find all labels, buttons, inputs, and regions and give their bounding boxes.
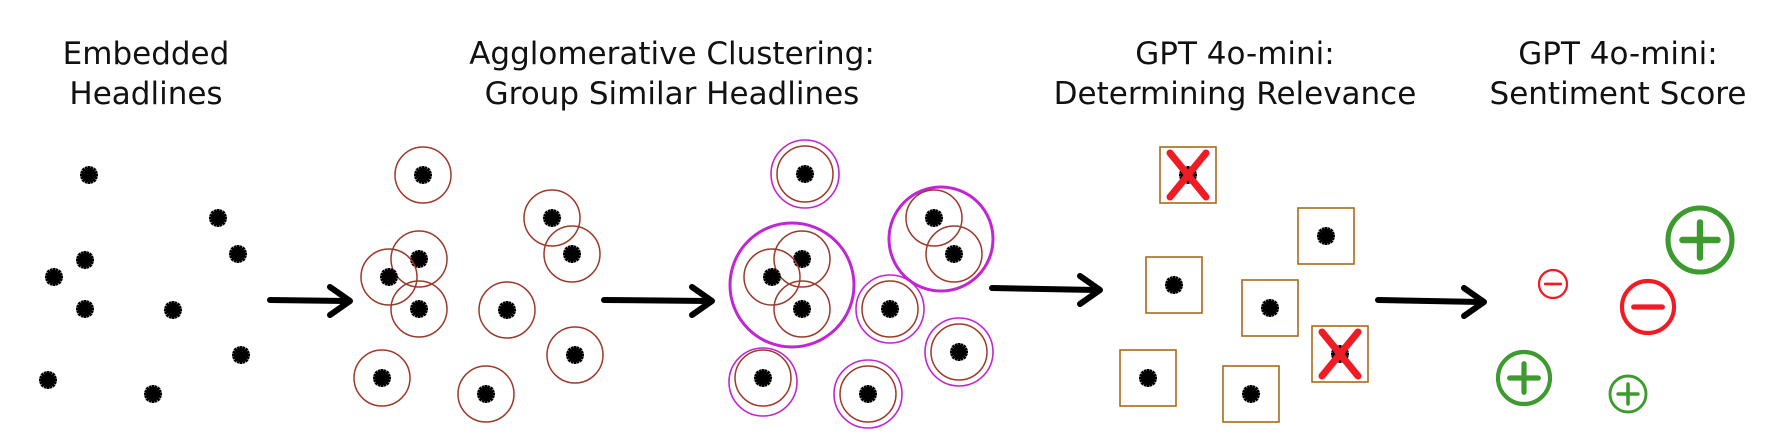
asterisk-dot-icon [923, 207, 945, 229]
cluster-circle [360, 248, 418, 306]
asterisk-dot-icon [791, 248, 813, 270]
asterisk-dot-icon [162, 299, 184, 321]
relevance-box [1145, 256, 1203, 314]
stage-1-title-line1: Embedded [62, 36, 230, 72]
asterisk-dot-icon [791, 298, 813, 320]
asterisk-dot-icon [43, 266, 65, 288]
cluster-circle [543, 225, 601, 283]
asterisk-dot-icon [1259, 297, 1281, 319]
merged-cluster-circle [924, 317, 994, 387]
asterisk-dot-icon [794, 163, 816, 185]
flow-arrow [989, 273, 1103, 307]
red-x-icon [1318, 328, 1362, 380]
cluster-circle [390, 280, 448, 338]
asterisk-dot-icon [948, 341, 970, 363]
asterisk-dot-icon [1137, 367, 1159, 389]
cluster-circle [773, 280, 831, 338]
relevance-box [1222, 365, 1280, 423]
plus-circle-icon [1495, 349, 1553, 407]
cluster-circle [394, 146, 452, 204]
asterisk-dot-icon [1240, 383, 1262, 405]
asterisk-dot-icon [1163, 274, 1185, 296]
red-x-icon [1166, 149, 1210, 201]
cluster-circle [734, 349, 792, 407]
stage-2-title-line1: Agglomerative Clustering: [469, 36, 875, 72]
stage-3-title-line1: GPT 4o-mini: [1135, 36, 1335, 72]
cluster-circle [861, 280, 919, 338]
relevance-box [1241, 279, 1299, 337]
asterisk-dot-icon [879, 298, 901, 320]
plus-circle-icon [1665, 205, 1735, 275]
asterisk-dot-icon [857, 383, 879, 405]
cluster-circle [773, 230, 831, 288]
asterisk-dot-icon [74, 249, 96, 271]
asterisk-dot-icon [943, 243, 965, 265]
cluster-circle [523, 189, 581, 247]
asterisk-dot-icon [74, 298, 96, 320]
relevance-box [1311, 325, 1369, 383]
asterisk-dot-icon [207, 207, 229, 229]
merged-cluster-circle [855, 274, 925, 344]
asterisk-dot-icon [761, 266, 783, 288]
asterisk-dot-icon [142, 383, 164, 405]
plus-circle-icon [1608, 374, 1648, 414]
stage-4-title: GPT 4o-mini: Sentiment Score [1468, 34, 1768, 114]
relevance-box [1297, 207, 1355, 265]
cluster-circle [546, 326, 604, 384]
cluster-circle [457, 365, 515, 423]
flow-arrow [1375, 285, 1487, 319]
merged-cluster-circle [833, 359, 903, 429]
asterisk-dot-icon [227, 243, 249, 265]
asterisk-dot-icon [475, 383, 497, 405]
cluster-circle [478, 281, 536, 339]
cluster-circle [743, 248, 801, 306]
asterisk-dot-icon [564, 344, 586, 366]
cluster-circle [839, 365, 897, 423]
asterisk-dot-icon [230, 344, 252, 366]
asterisk-dot-icon [37, 369, 59, 391]
asterisk-dot-icon [752, 367, 774, 389]
merged-cluster-circle [770, 139, 840, 209]
asterisk-dot-icon [561, 243, 583, 265]
stage-2-title-line2: Group Similar Headlines [484, 76, 860, 112]
cluster-circle [390, 230, 448, 288]
relevance-box [1159, 146, 1217, 204]
merged-cluster-circle [887, 185, 995, 293]
stage-4-title-line2: Sentiment Score [1489, 76, 1747, 112]
asterisk-dot-icon [496, 299, 518, 321]
flow-arrow [267, 284, 353, 318]
cluster-circle [905, 189, 963, 247]
asterisk-dot-icon [408, 248, 430, 270]
asterisk-dot-icon [371, 367, 393, 389]
merged-cluster-circle [728, 221, 856, 349]
merged-cluster-circle [728, 347, 798, 417]
minus-circle-icon [1537, 268, 1569, 300]
stage-3-title-line2: Determining Relevance [1053, 76, 1417, 112]
minus-circle-icon [1619, 278, 1677, 336]
asterisk-dot-icon [1315, 225, 1337, 247]
stage-4-title-line1: GPT 4o-mini: [1518, 36, 1718, 72]
stage-3-title: GPT 4o-mini: Determining Relevance [1040, 34, 1430, 114]
stage-1-title: Embedded Headlines [20, 34, 272, 114]
asterisk-dot-icon [78, 164, 100, 186]
flow-arrow [601, 284, 715, 318]
cluster-circle [925, 225, 983, 283]
cluster-circle [930, 323, 988, 381]
cluster-circle [353, 349, 411, 407]
stage-2-title: Agglomerative Clustering: Group Similar … [432, 34, 912, 114]
stage-1-title-line2: Headlines [69, 76, 223, 112]
relevance-box [1119, 349, 1177, 407]
asterisk-dot-icon [408, 298, 430, 320]
asterisk-dot-icon [412, 164, 434, 186]
cluster-circle [776, 145, 834, 203]
asterisk-dot-icon [541, 207, 563, 229]
asterisk-dot-icon [378, 266, 400, 288]
